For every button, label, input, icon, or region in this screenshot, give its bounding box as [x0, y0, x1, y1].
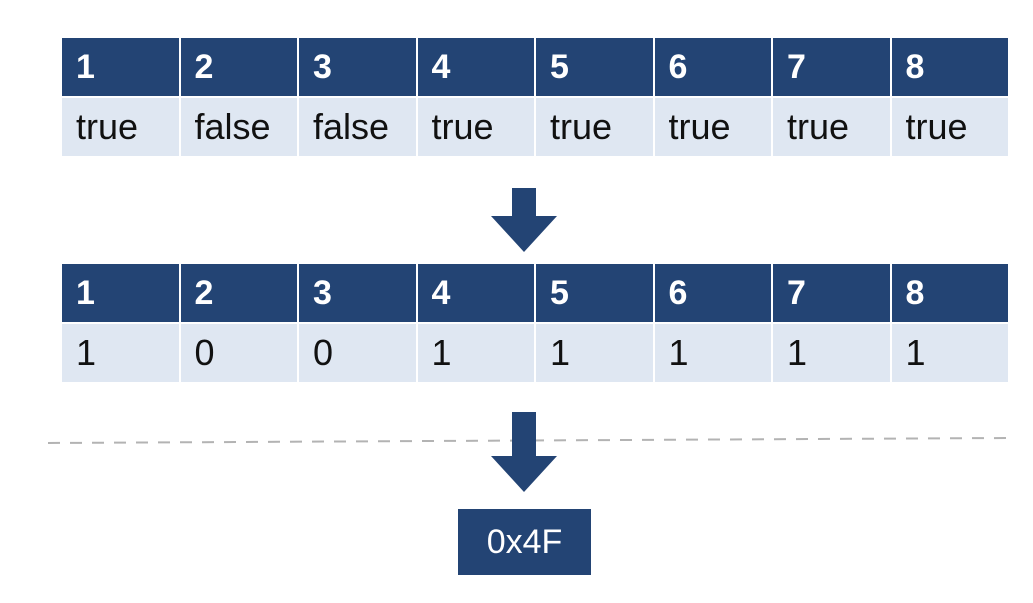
dashed-divider: [48, 437, 1006, 444]
header-cell-2: 2: [178, 262, 299, 324]
bit-value-cell-4: 1: [415, 322, 536, 384]
boolean-value-cell-4: true: [415, 96, 536, 158]
bit-value-cell-7: 1: [771, 322, 892, 384]
bit-table-value-row: 1 0 0 1 1 1 1 1: [60, 322, 1010, 384]
down-arrow-icon: [491, 412, 557, 492]
header-cell-4: 4: [415, 36, 536, 98]
hex-result-box: 0x4F: [458, 509, 591, 575]
header-cell-4: 4: [415, 262, 536, 324]
header-cell-8: 8: [889, 262, 1010, 324]
bit-value-cell-1: 1: [60, 322, 181, 384]
boolean-value-cell-7: true: [771, 96, 892, 158]
hex-result-label: 0x4F: [486, 522, 563, 561]
bit-table-header-row: 1 2 3 4 5 6 7 8: [60, 262, 1010, 324]
header-cell-2: 2: [178, 36, 299, 98]
bit-value-cell-8: 1: [889, 322, 1010, 384]
boolean-value-cell-2: false: [178, 96, 299, 158]
bit-value-cell-3: 0: [297, 322, 418, 384]
boolean-value-cell-5: true: [534, 96, 655, 158]
header-cell-5: 5: [534, 262, 655, 324]
bit-table: 1 2 3 4 5 6 7 8 1 0 0 1 1 1 1 1: [60, 262, 1010, 384]
header-cell-3: 3: [297, 36, 418, 98]
header-cell-8: 8: [889, 36, 1010, 98]
header-cell-3: 3: [297, 262, 418, 324]
boolean-value-cell-6: true: [652, 96, 773, 158]
down-arrow-icon: [491, 188, 557, 252]
bit-value-cell-5: 1: [534, 322, 655, 384]
header-cell-7: 7: [771, 262, 892, 324]
boolean-table-header-row: 1 2 3 4 5 6 7 8: [60, 36, 1010, 98]
bit-value-cell-2: 0: [178, 322, 299, 384]
boolean-table: 1 2 3 4 5 6 7 8 true false false true tr…: [60, 36, 1010, 158]
boolean-value-cell-8: true: [889, 96, 1010, 158]
header-cell-5: 5: [534, 36, 655, 98]
boolean-table-value-row: true false false true true true true tru…: [60, 96, 1010, 158]
header-cell-1: 1: [60, 36, 181, 98]
header-cell-7: 7: [771, 36, 892, 98]
header-cell-1: 1: [60, 262, 181, 324]
header-cell-6: 6: [652, 36, 773, 98]
header-cell-6: 6: [652, 262, 773, 324]
bit-value-cell-6: 1: [652, 322, 773, 384]
boolean-value-cell-3: false: [297, 96, 418, 158]
boolean-value-cell-1: true: [60, 96, 181, 158]
